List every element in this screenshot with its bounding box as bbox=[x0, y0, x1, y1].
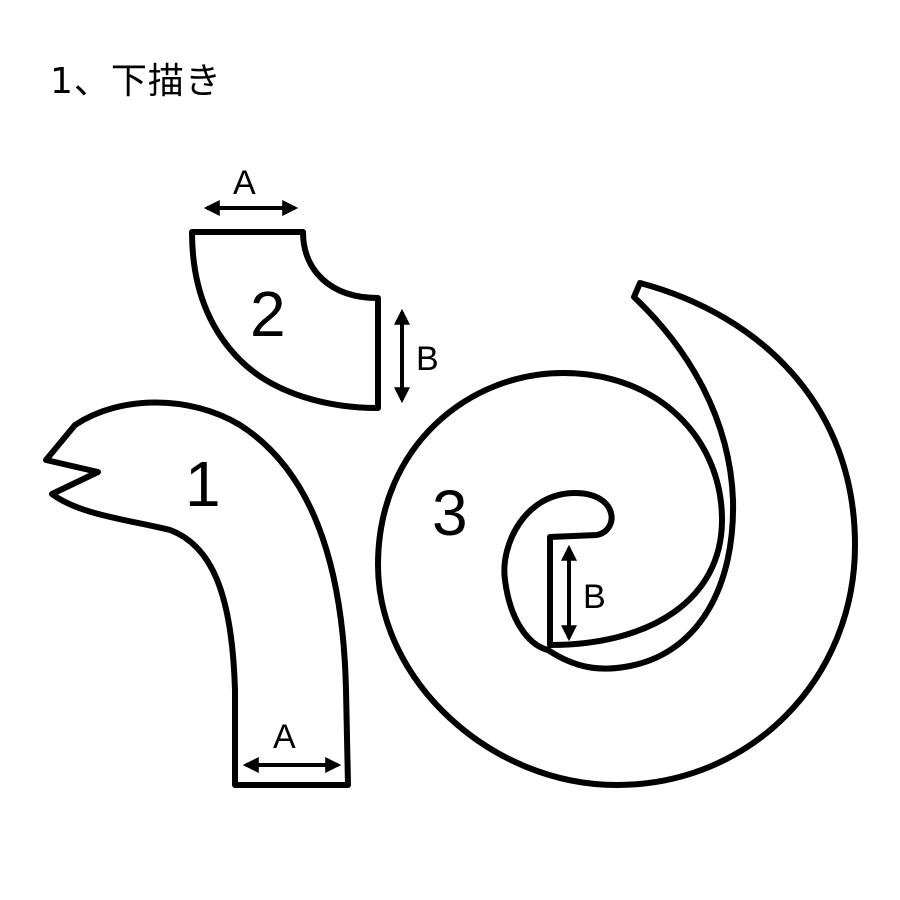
dimension-a-label: A bbox=[273, 718, 296, 756]
piece-2: 2 A B bbox=[189, 164, 439, 411]
dimension-b-label: B bbox=[416, 340, 439, 378]
dimension-b-label: B bbox=[583, 578, 606, 616]
piece-1-outline bbox=[43, 399, 351, 788]
piece-2-outline bbox=[189, 229, 381, 411]
piece-2-number: 2 bbox=[250, 278, 286, 350]
piece-1: 1 A bbox=[43, 399, 351, 788]
page-title: 1、下描き bbox=[50, 61, 222, 102]
piece-3-outline bbox=[375, 280, 858, 788]
piece-3: 3 B bbox=[375, 280, 858, 788]
piece-1-number: 1 bbox=[185, 448, 221, 520]
dimension-a-label: A bbox=[233, 164, 256, 202]
piece-3-number: 3 bbox=[432, 477, 468, 549]
